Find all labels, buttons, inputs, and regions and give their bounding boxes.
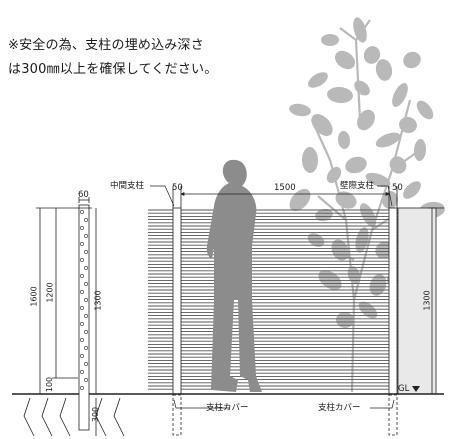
- gl-marker-icon: [412, 386, 420, 392]
- above-ground-value: 1200: [45, 282, 55, 303]
- base-offset-value: 100: [45, 376, 55, 393]
- wall-post-width: 50: [392, 183, 403, 193]
- overall-height-value: 1600: [29, 286, 39, 307]
- wall-post-label: 壁際支柱: [340, 181, 375, 191]
- post-cover-left-label: 支柱カバー: [206, 403, 249, 413]
- buried-post-lines: [172, 394, 398, 436]
- notice-line-2: は300㎜以上を確保してください。: [8, 62, 218, 77]
- post-width-value: 60: [78, 190, 89, 200]
- embed-depth-value: 300: [91, 406, 101, 423]
- post-detail: [36, 197, 97, 436]
- fence-height-value: 1300: [422, 290, 432, 311]
- person-silhouette: [206, 159, 262, 392]
- post-cover-right-label: 支柱カバー: [318, 403, 361, 413]
- post-hole-height-value: 1300: [93, 290, 103, 311]
- span-dimension: [172, 186, 398, 208]
- ground-hatch: [23, 397, 125, 437]
- wall-panel: [397, 207, 437, 395]
- wall-post: [388, 207, 398, 395]
- notice-line-1: ※安全の為、支柱の埋め込み深さ: [8, 38, 204, 53]
- middle-post-label: 中間支柱: [110, 181, 145, 191]
- fence-slats: [148, 209, 398, 390]
- fence-height-dimension: [428, 207, 444, 394]
- tree-illustration: [289, 17, 445, 393]
- middle-post-width: 50: [172, 183, 183, 193]
- middle-post: [172, 207, 182, 395]
- gl-label: GL: [398, 384, 410, 394]
- span-value: 1500: [274, 183, 296, 193]
- leader-lines: [150, 185, 395, 409]
